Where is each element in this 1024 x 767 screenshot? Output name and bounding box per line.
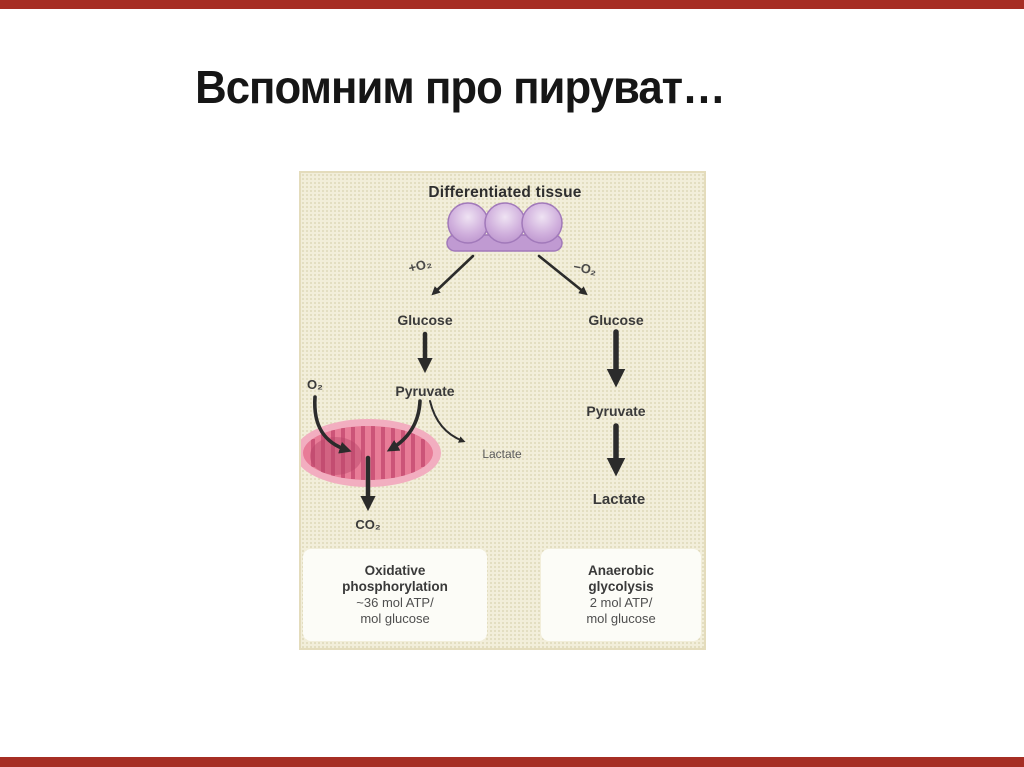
oxygen-label: O₂ — [307, 377, 323, 392]
box-title-line: Anaerobic — [587, 563, 655, 578]
box-title-line: glycolysis — [588, 579, 654, 594]
box-yield-line: ~36 mol ATP/ — [356, 595, 434, 610]
lactate-branch-label: Lactate — [482, 447, 522, 461]
box-title-line: Oxidative — [364, 563, 426, 578]
curve-o2-into-mitochondrion — [313, 395, 352, 454]
metabolism-diagram-panel: Differentiated tissue +O₂ −O₂ Glucose Gl… — [299, 171, 706, 650]
diagram-graphics — [301, 202, 626, 512]
pyruvate-label-left: Pyruvate — [395, 383, 455, 399]
pyruvate-label-right: Pyruvate — [586, 403, 646, 419]
arrow-aerobic-branch — [431, 254, 475, 296]
glucose-label-right: Glucose — [588, 312, 644, 328]
box-yield-line: mol glucose — [586, 611, 656, 626]
oxidative-phosphorylation-box: Oxidative phosphorylation ~36 mol ATP/ m… — [303, 549, 487, 641]
curve-pyruvate-into-mitochondrion — [386, 399, 422, 452]
box-yield-line: mol glucose — [360, 611, 430, 626]
diagram-header: Differentiated tissue — [428, 184, 582, 201]
arrow-anaerobic-branch — [537, 254, 588, 296]
differentiated-tissue-cells — [446, 202, 563, 252]
anaerobic-glycolysis-box: Anaerobic glycolysis 2 mol ATP/ mol gluc… — [541, 549, 701, 641]
glucose-label-left: Glucose — [397, 312, 453, 328]
top-accent-bar — [0, 0, 1024, 9]
box-title-line: phosphorylation — [342, 579, 448, 594]
lactate-label-right: Lactate — [592, 491, 646, 508]
curve-pyruvate-to-lactate-branch — [429, 400, 466, 443]
slide-title: Вспомним про пируват… — [195, 61, 726, 113]
bottom-accent-bar — [0, 757, 1024, 767]
co2-label: CO₂ — [355, 517, 381, 532]
box-yield-line: 2 mol ATP/ — [589, 595, 653, 610]
